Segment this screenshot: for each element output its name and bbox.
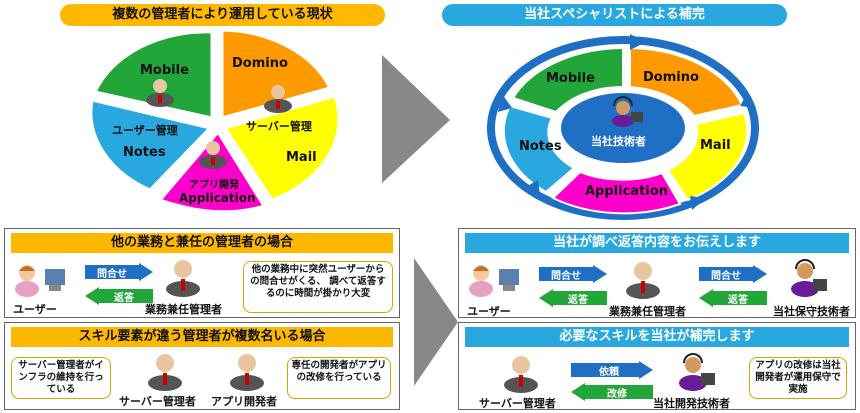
request-arrow-icon: [571, 361, 653, 379]
right-label-mail: Mail: [700, 138, 731, 153]
note-callout: アプリの改修は当社開発者が運用保守で実施: [749, 357, 847, 399]
ring-arrow-icon: [630, 34, 646, 50]
developer-label: 当社開発技術者: [653, 397, 730, 410]
right-center-label: 当社技術者: [591, 135, 646, 148]
pie-segment-mail: [222, 94, 341, 202]
right-ring-chart: [487, 34, 759, 220]
left-label-app-dev: アプリ開発: [189, 180, 239, 191]
support-person-icon: [679, 353, 715, 391]
inquiry-label: 問合せ: [711, 271, 741, 282]
fix-arrow-icon: [571, 383, 653, 401]
support-person-icon: [791, 259, 827, 297]
admin-label: 業務兼任管理者: [609, 305, 686, 318]
person-icon: [199, 141, 227, 169]
left-label-application: Application: [179, 191, 256, 205]
panel-we-complement: 必要なスキルを当社が補完します 依頼 改修 サーバー管理者 当社開発技術者 アプ…: [458, 322, 856, 410]
transition-arrow-icon: [414, 258, 458, 386]
note-callout-right: 専任の開発者がアプリの改修を行っている: [287, 357, 391, 399]
inquiry-arrow-icon: [85, 263, 153, 281]
support-person-icon: [612, 96, 643, 127]
server-admin-label: サーバー管理者: [479, 397, 556, 410]
left-label-notes: Notes: [123, 145, 166, 160]
panel-title: スキル要素が違う管理者が複数名いる場合: [11, 327, 393, 347]
left-label-mobile: Mobile: [140, 63, 189, 78]
panel-title: 必要なスキルを当社が補完します: [465, 327, 849, 347]
person-icon: [166, 260, 200, 297]
person-icon: [264, 85, 292, 113]
panel-we-respond: 当社が調べ返答内容をお伝えします 問合せ 返答 問合せ 返答 ユーザー 業務兼任…: [458, 228, 856, 318]
right-diagram-title: 当社スペシャリストによる補完: [442, 4, 787, 26]
note-callout: 他の業務中に突然ユーザーからの問合せがくる、 調べて返答するのに時間が掛かり大変: [243, 261, 393, 313]
pie-segment-domino: [220, 28, 333, 120]
user-with-pc-icon: [15, 265, 65, 297]
app-dev-label: アプリ開発者: [211, 395, 277, 408]
right-label-mobile: Mobile: [546, 71, 595, 86]
panel-multiple-admins: スキル要素が違う管理者が複数名いる場合 サーバー管理者がインフラの維持を行ってい…: [4, 322, 400, 410]
person-icon: [148, 354, 182, 391]
inquiry-arrow-icon: [699, 265, 767, 283]
pie-segment-mobile: [92, 30, 214, 120]
right-label-domino: Domino: [643, 70, 699, 85]
pie-segment-notes: [89, 98, 213, 192]
user-label: ユーザー: [13, 303, 57, 316]
panel-title: 当社が調べ返答内容をお伝えします: [465, 233, 849, 253]
panel-concurrent-admin: 他の業務と兼任の管理者の場合 問合せ 返答 ユーザー 業務兼任管理者 他の業務中…: [4, 228, 400, 318]
inquiry-arrow-icon: [539, 265, 607, 283]
ring-arrow-icon: [498, 94, 512, 112]
left-pie-chart: [89, 28, 341, 214]
person-icon: [230, 354, 264, 391]
ring-segment-notes: [502, 104, 576, 194]
panel-title: 他の業務と兼任の管理者の場合: [11, 233, 393, 253]
ring-arrow-icon: [740, 92, 756, 108]
reply-arrow-icon: [699, 289, 767, 307]
left-label-mail: Mail: [286, 150, 317, 165]
person-icon: [504, 356, 538, 393]
reply-label: 返答: [728, 295, 748, 306]
inquiry-label: 問合せ: [97, 269, 127, 280]
server-admin-label: サーバー管理者: [119, 395, 196, 408]
user-with-pc-icon: [469, 265, 519, 297]
right-label-notes: Notes: [519, 139, 562, 154]
reply-arrow-icon: [85, 287, 153, 305]
reply-label: 返答: [114, 293, 134, 304]
left-diagram-title: 複数の管理者により運用している現状: [60, 4, 385, 26]
support-tech-label: 当社保守技術者: [773, 305, 850, 318]
request-label: 依頼: [599, 367, 619, 378]
admin-label: 業務兼任管理者: [145, 303, 222, 316]
reply-label: 返答: [568, 295, 588, 306]
left-label-user-mgmt: ユーザー管理: [112, 124, 178, 137]
pie-segment-application: [157, 129, 267, 214]
user-label: ユーザー: [467, 305, 511, 318]
left-label-server-mgmt: サーバー管理: [246, 120, 312, 133]
inquiry-label: 問合せ: [551, 271, 581, 282]
person-icon: [146, 79, 174, 107]
left-label-domino: Domino: [232, 56, 288, 71]
ring-arrow-icon: [524, 180, 540, 196]
note-callout-left: サーバー管理者がインフラの維持を行っている: [11, 357, 111, 399]
person-icon: [626, 262, 660, 299]
fix-label: 改修: [607, 389, 627, 400]
ring-arrow-icon: [690, 196, 706, 210]
reply-arrow-icon: [539, 289, 607, 307]
center-circle: [561, 93, 685, 163]
right-label-application: Application: [585, 184, 668, 199]
ring-segment-application: [551, 170, 682, 215]
transition-arrow-icon: [382, 55, 450, 183]
